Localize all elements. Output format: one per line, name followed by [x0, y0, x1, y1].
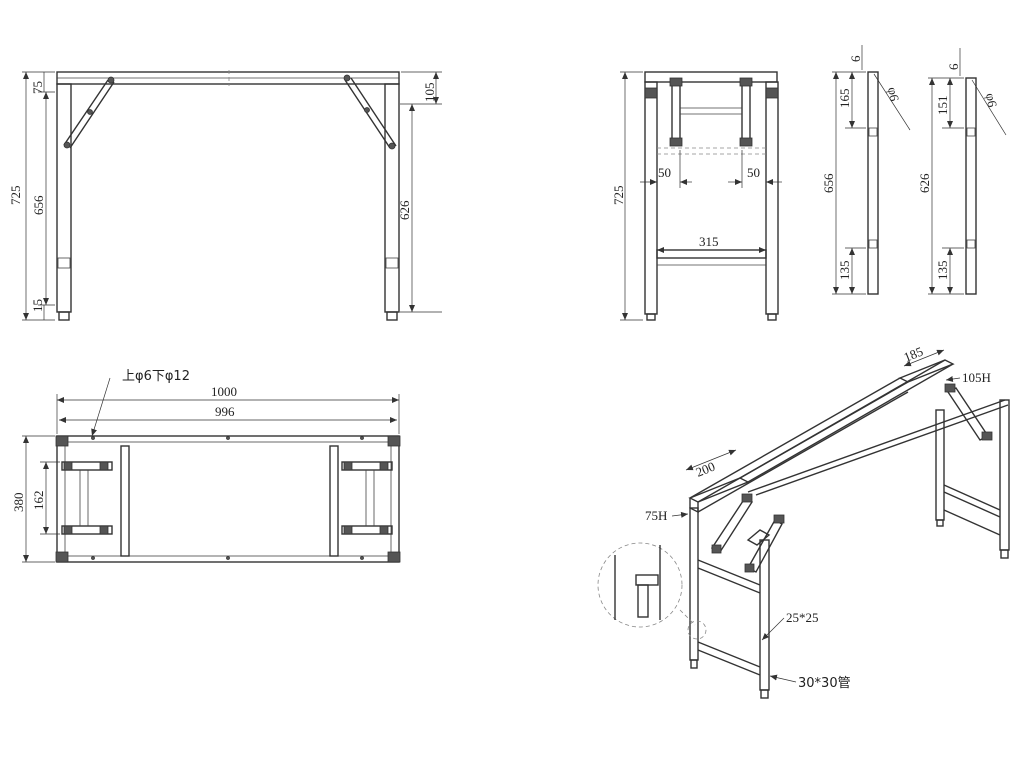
iso-dim-185: 185 — [902, 344, 926, 365]
side-view: 725 50 50 315 — [611, 71, 782, 321]
leg-a-dim-656: 656 — [821, 173, 836, 193]
leg-detail-656: 656 165 135 6 φ6 — [821, 45, 911, 295]
leg-b-dim-151: 151 — [935, 96, 950, 116]
top-dim-162: 162 — [31, 491, 46, 511]
front-dim-105: 105 — [422, 83, 437, 103]
top-view: 1000 996 上φ6下φ12 380 162 — [11, 369, 401, 563]
front-dim-75: 75 — [30, 81, 45, 94]
top-hole-note: 上φ6下φ12 — [122, 369, 190, 384]
iso-label-25x25: 25*25 — [786, 610, 819, 625]
leg-detail-626: 626 151 135 6 φ6 — [917, 48, 1007, 295]
leg-a-hole: φ6 — [885, 86, 902, 103]
side-dim-50-left: 50 — [658, 165, 671, 180]
leg-b-dim-626: 626 — [917, 173, 932, 193]
front-dim-626: 626 — [397, 200, 412, 220]
front-dim-656: 656 — [31, 195, 46, 215]
iso-view: 200 185 105H 75H 25*25 30*30管 — [597, 344, 1010, 699]
front-view: 725 75 656 15 105 626 — [8, 70, 442, 321]
top-dim-996: 996 — [215, 404, 235, 419]
front-dim-15: 15 — [30, 299, 45, 312]
top-dim-1000: 1000 — [211, 384, 237, 399]
leg-b-hole: φ6 — [983, 92, 1000, 109]
leg-b-dim-6: 6 — [946, 63, 961, 70]
leg-b-dim-135: 135 — [935, 261, 950, 281]
top-dim-380: 380 — [11, 493, 26, 513]
leg-a-dim-135: 135 — [837, 261, 852, 281]
leg-a-dim-165: 165 — [837, 89, 852, 109]
side-dim-725: 725 — [611, 186, 626, 206]
iso-label-75h: 75H — [645, 508, 667, 523]
side-dim-315: 315 — [699, 234, 719, 249]
iso-dim-200: 200 — [694, 459, 718, 480]
front-dim-725: 725 — [8, 186, 23, 206]
leg-a-dim-6: 6 — [848, 55, 863, 62]
iso-label-105h: 105H — [962, 370, 991, 385]
iso-label-30x30: 30*30管 — [798, 676, 851, 691]
side-dim-50-right: 50 — [747, 165, 760, 180]
